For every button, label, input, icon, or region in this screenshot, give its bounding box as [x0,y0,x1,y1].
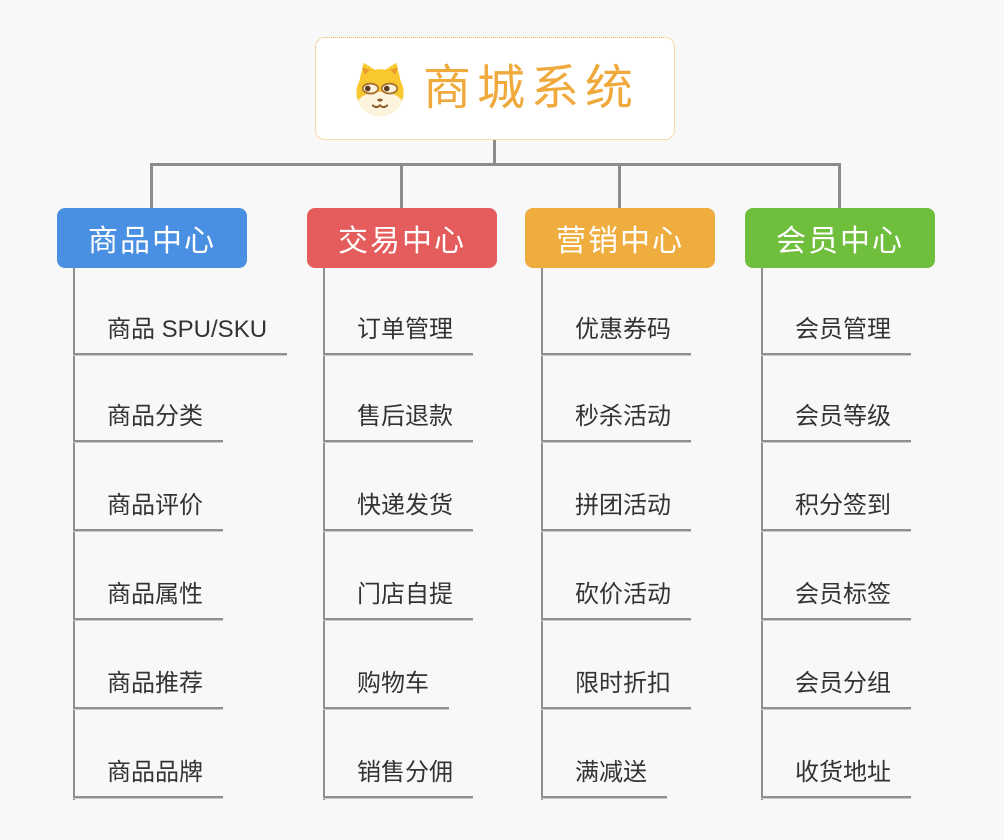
child-node[interactable]: 收货地址 [761,758,911,798]
branch-products: 商品中心 商品 SPU/SKU 商品分类 商品评价 商品属性 商品推荐 商品品牌 [57,208,288,808]
child-node[interactable]: 会员标签 [761,580,911,620]
branch-node-members[interactable]: 会员中心 [745,208,935,268]
connector-drop-2 [400,163,403,210]
root-title: 商城系统 [422,61,639,115]
child-node[interactable]: 积分签到 [761,491,911,531]
child-node[interactable]: 商品属性 [73,580,223,620]
connector-rail [150,163,841,166]
child-node[interactable]: 商品分类 [73,402,223,442]
connector-drop-1 [150,163,153,210]
branch-node-trade[interactable]: 交易中心 [307,208,497,268]
child-node[interactable]: 商品 SPU/SKU [73,315,288,355]
child-node[interactable]: 门店自提 [323,580,473,620]
root-node[interactable]: 商城系统 [315,37,675,140]
child-node[interactable]: 购物车 [323,669,449,709]
child-node[interactable]: 优惠券码 [541,315,691,355]
child-node[interactable]: 会员管理 [761,315,911,355]
connector-drop-3 [618,163,621,210]
branch-members: 会员中心 会员管理 会员等级 积分签到 会员标签 会员分组 收货地址 [745,208,935,808]
connector-trunk [493,140,496,166]
shiba-dog-icon [356,62,404,116]
child-node[interactable]: 秒杀活动 [541,402,691,442]
child-node[interactable]: 销售分佣 [323,758,473,798]
child-node[interactable]: 满减送 [541,758,667,798]
child-node[interactable]: 拼团活动 [541,491,691,531]
child-node[interactable]: 商品品牌 [73,758,223,798]
branch-node-marketing[interactable]: 营销中心 [525,208,715,268]
branch-trade: 交易中心 订单管理 售后退款 快递发货 门店自提 购物车 销售分佣 [307,208,497,808]
branch-spine [541,268,543,800]
branch-spine [323,268,325,800]
connector-drop-4 [838,163,841,210]
child-node[interactable]: 商品推荐 [73,669,223,709]
child-node[interactable]: 限时折扣 [541,669,691,709]
branch-spine [73,268,75,800]
branch-spine [761,268,763,800]
branch-marketing: 营销中心 优惠券码 秒杀活动 拼团活动 砍价活动 限时折扣 满减送 [525,208,715,808]
child-node[interactable]: 售后退款 [323,402,473,442]
branch-node-products[interactable]: 商品中心 [57,208,247,268]
child-node[interactable]: 会员等级 [761,402,911,442]
child-node[interactable]: 砍价活动 [541,580,691,620]
child-node[interactable]: 商品评价 [73,491,223,531]
child-node[interactable]: 会员分组 [761,669,911,709]
child-node[interactable]: 快递发货 [323,491,473,531]
child-node[interactable]: 订单管理 [323,315,473,355]
